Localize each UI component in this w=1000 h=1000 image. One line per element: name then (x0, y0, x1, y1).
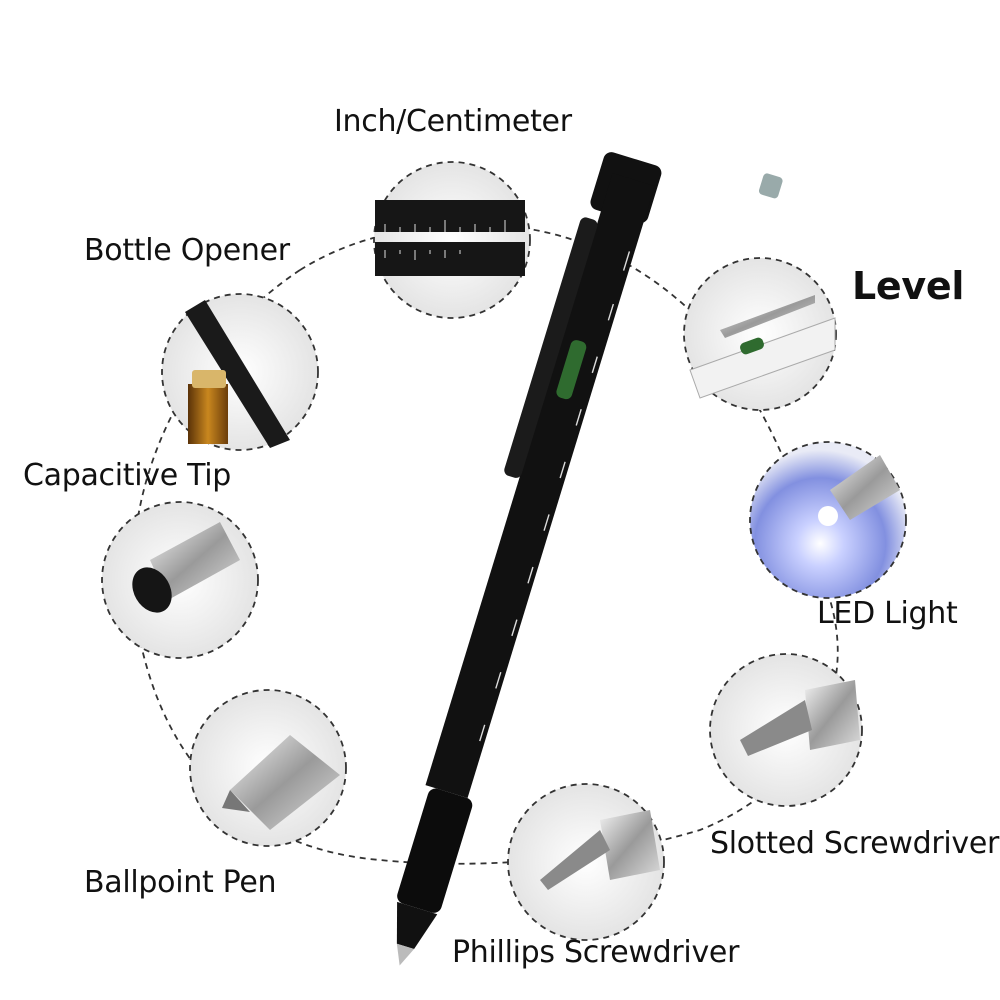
led-light-detail-circle (749, 441, 907, 599)
label-inch-cm: Inch/Centimeter (334, 104, 572, 139)
ballpoint-detail-circle (189, 689, 347, 847)
label-bottle-opener: Bottle Opener (84, 233, 290, 268)
label-slotted-screwdriver: Slotted Screwdriver (710, 826, 1000, 861)
slotted-screwdriver-detail-circle (709, 653, 863, 807)
label-capacitive-tip: Capacitive Tip (23, 458, 232, 493)
label-led-light: LED Light (817, 596, 958, 631)
capacitive-tip-detail-circle (101, 501, 259, 659)
label-level: Level (852, 264, 965, 308)
dashed-connector-arc (132, 223, 839, 865)
level-detail-circle (683, 257, 837, 411)
phillips-screwdriver-detail-circle (507, 783, 665, 941)
ruler-detail-circle (373, 161, 531, 319)
label-ballpoint-pen: Ballpoint Pen (84, 865, 277, 900)
multitool-pen (396, 152, 783, 966)
bottle-opener-detail-circle (161, 293, 319, 451)
label-phillips-screwdriver: Phillips Screwdriver (452, 935, 740, 970)
